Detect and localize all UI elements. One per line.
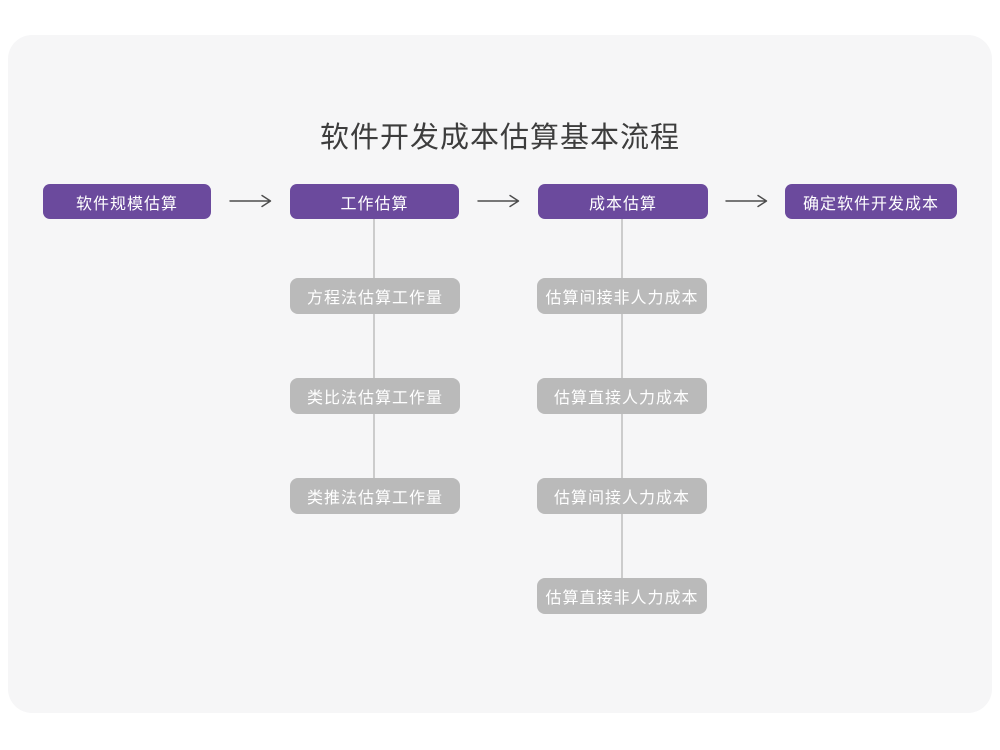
node-label: 确定软件开发成本: [802, 195, 939, 213]
sub-node-extrapolation-method: 类推法估算工作量: [290, 478, 460, 514]
diagram-title: 软件开发成本估算基本流程: [319, 122, 680, 155]
sub-node-equation-method: 方程法估算工作量: [290, 278, 460, 314]
flowchart-card: [8, 35, 992, 713]
connector-line-work-estimation: [373, 218, 375, 498]
sub-node-label: 类比法估算工作量: [306, 390, 443, 407]
node-label: 软件规模估算: [75, 195, 178, 213]
sub-node-direct-labor-cost: 估算直接人力成本: [537, 378, 707, 414]
sub-node-indirect-labor-cost: 估算间接人力成本: [537, 478, 707, 514]
sub-node-label: 估算间接人力成本: [553, 490, 690, 507]
node-cost-estimation: 成本估算: [538, 184, 708, 219]
arrow-right-icon: [725, 194, 769, 208]
node-label: 成本估算: [588, 195, 657, 213]
arrow-right-icon: [477, 194, 521, 208]
sub-node-label: 估算直接人力成本: [553, 390, 690, 407]
sub-node-label: 估算间接非人力成本: [545, 290, 699, 307]
sub-node-analogy-method: 类比法估算工作量: [290, 378, 460, 414]
sub-node-direct-non-labor-cost: 估算直接非人力成本: [537, 578, 707, 614]
arrow-right-icon: [229, 194, 273, 208]
node-label: 工作估算: [340, 195, 409, 213]
sub-node-label: 方程法估算工作量: [306, 290, 443, 307]
sub-node-indirect-non-labor-cost: 估算间接非人力成本: [537, 278, 707, 314]
sub-node-label: 类推法估算工作量: [306, 490, 443, 507]
node-software-scale-estimation: 软件规模估算: [43, 184, 211, 219]
sub-node-label: 估算直接非人力成本: [545, 590, 699, 607]
node-work-estimation: 工作估算: [290, 184, 459, 219]
node-determine-dev-cost: 确定软件开发成本: [785, 184, 957, 219]
